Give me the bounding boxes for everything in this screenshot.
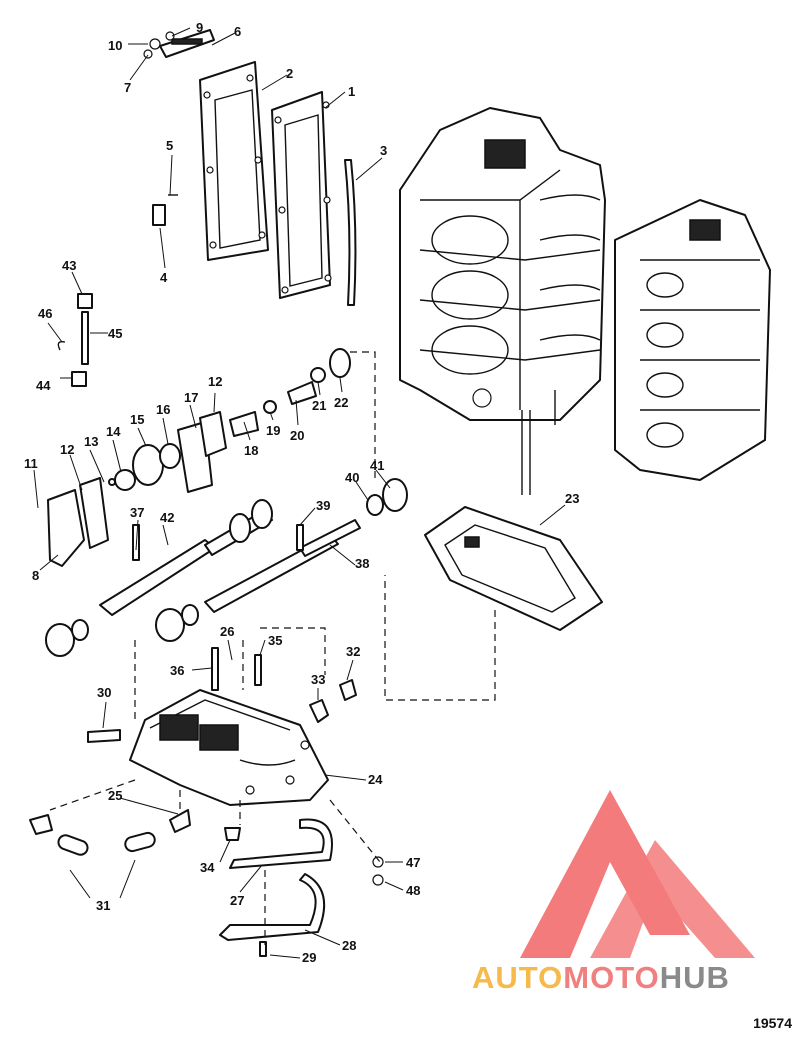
adaptor-plate-gasket <box>424 506 603 631</box>
crankcase-cover <box>614 199 771 481</box>
callout-32: 32 <box>346 644 360 659</box>
callout-21: 21 <box>312 398 326 413</box>
callout-36: 36 <box>170 663 184 678</box>
callout-3: 3 <box>380 143 387 158</box>
callout-labels: 1 2 3 4 5 6 7 8 9 10 11 12 12 13 14 15 1… <box>24 20 579 965</box>
callout-16: 16 <box>156 402 170 417</box>
watermark-logo <box>520 790 755 958</box>
callout-44: 44 <box>36 378 51 393</box>
callout-12b: 12 <box>208 374 222 389</box>
figure-number: 19574 <box>753 1015 792 1031</box>
callout-25: 25 <box>108 788 122 803</box>
callout-17: 17 <box>184 390 198 405</box>
transfer-cover-plate <box>199 61 269 261</box>
callout-27: 27 <box>230 893 244 908</box>
callout-34: 34 <box>200 860 215 875</box>
small-hardware-bottom <box>211 647 384 957</box>
callout-35: 35 <box>268 633 282 648</box>
callout-11: 11 <box>24 456 38 471</box>
callout-19: 19 <box>266 423 280 438</box>
callout-9: 9 <box>196 20 203 35</box>
callout-20: 20 <box>290 428 304 443</box>
cylinder-block <box>399 107 606 495</box>
valve-assembly <box>47 348 351 567</box>
hoses-bottom <box>29 729 191 856</box>
exhaust-adaptor-plate <box>129 689 329 806</box>
callout-12a: 12 <box>60 442 74 457</box>
shift-shaft-assembly <box>45 478 408 657</box>
callout-2: 2 <box>286 66 293 81</box>
assembly-lines <box>49 351 496 945</box>
watermark-text: AUTOMOTOHUB <box>472 960 730 995</box>
callout-28: 28 <box>342 938 356 953</box>
callout-30: 30 <box>97 685 111 700</box>
small-hardware-top <box>143 31 178 226</box>
callout-1: 1 <box>348 84 355 99</box>
callout-33: 33 <box>311 672 325 687</box>
callout-14: 14 <box>106 424 121 439</box>
callout-23: 23 <box>565 491 579 506</box>
callout-40: 40 <box>345 470 359 485</box>
callout-18: 18 <box>244 443 258 458</box>
callout-47: 47 <box>406 855 420 870</box>
callout-7: 7 <box>124 80 131 95</box>
bracket-top <box>159 29 215 58</box>
transfer-cover-gasket <box>271 91 332 299</box>
leader-lines <box>33 27 566 959</box>
callout-31: 31 <box>96 898 110 913</box>
callout-24: 24 <box>368 772 383 787</box>
seal-strips <box>219 818 333 941</box>
callout-22: 22 <box>334 395 348 410</box>
callout-37: 37 <box>130 505 144 520</box>
callout-45: 45 <box>108 326 122 341</box>
callout-43: 43 <box>62 258 76 273</box>
callout-48: 48 <box>406 883 420 898</box>
callout-42: 42 <box>160 510 174 525</box>
callout-4: 4 <box>160 270 168 285</box>
hose <box>344 159 357 306</box>
callout-38: 38 <box>355 556 369 571</box>
callout-29: 29 <box>302 950 316 965</box>
callout-13: 13 <box>84 434 98 449</box>
fittings-left <box>57 293 93 387</box>
callout-5: 5 <box>166 138 173 153</box>
callout-41: 41 <box>370 458 384 473</box>
callout-6: 6 <box>234 24 241 39</box>
callout-8: 8 <box>32 568 39 583</box>
callout-39: 39 <box>316 498 330 513</box>
callout-46: 46 <box>38 306 52 321</box>
callout-15: 15 <box>130 412 144 427</box>
callout-26: 26 <box>220 624 234 639</box>
callout-10: 10 <box>108 38 122 53</box>
